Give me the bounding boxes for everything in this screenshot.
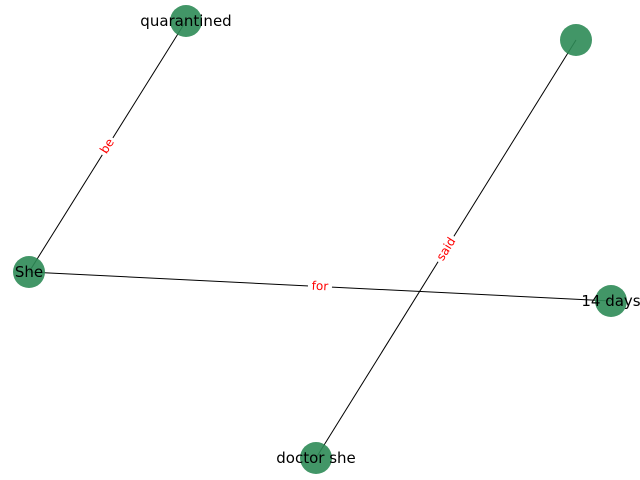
node-label-doctorshe: doctor she [276,449,356,467]
node-doctorshe[interactable] [300,442,332,474]
node-label-14days: 14 days [581,292,640,310]
node-blank[interactable] [560,24,592,56]
edge-label-for: for [307,277,333,295]
edges-layer [28,20,612,459]
edge-label-be: be [94,133,120,159]
node-she[interactable] [13,256,45,288]
node-labels-layer: quarantined She 14 days doctor she [15,12,640,467]
edge-label-said: said [431,232,461,266]
node-label-quarantined: quarantined [140,12,231,30]
edge-label-be-text: be [97,136,117,156]
node-14days[interactable] [595,285,627,317]
node-label-she: She [15,263,43,281]
nodes-layer [13,5,627,474]
edge-labels-layer: be for said [94,133,461,295]
edge-label-for-text: for [311,279,328,294]
node-quarantined[interactable] [170,5,202,37]
